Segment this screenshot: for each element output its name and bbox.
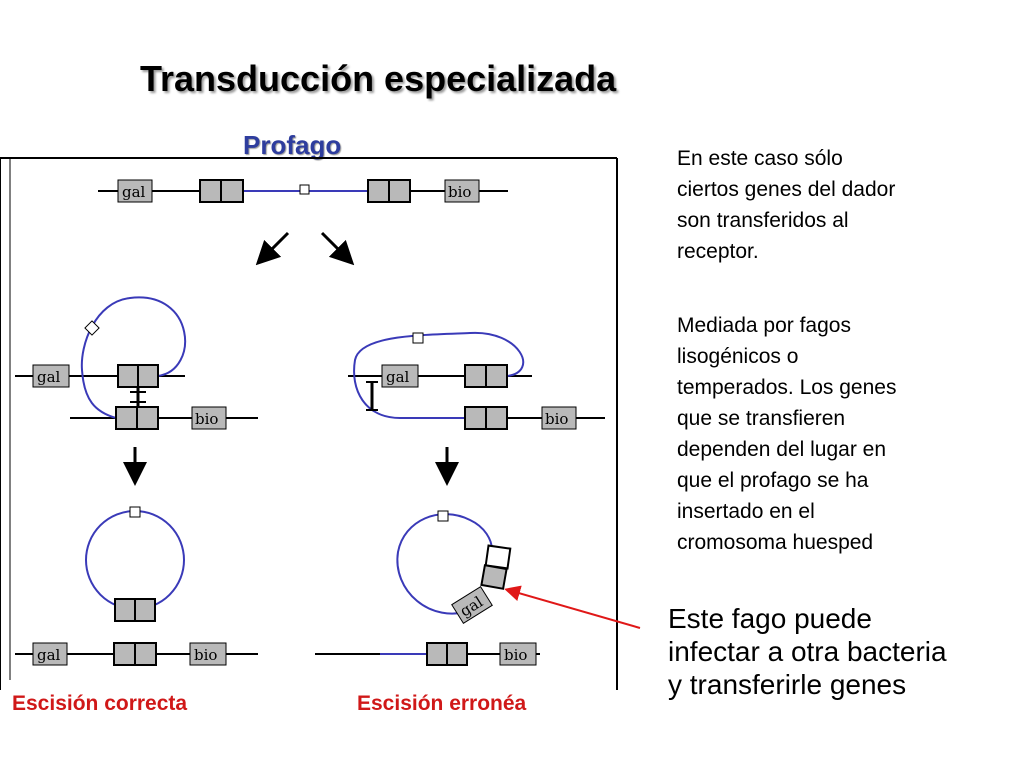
att-box [367,179,390,203]
diagram-frame [0,157,618,690]
bio-gene-box [444,179,480,203]
arrow-right [320,231,355,266]
incorrect-excised-phage: gal bio [315,510,540,666]
arrow-left [255,231,290,266]
gal-label: gal [122,183,146,201]
bio-gene-box [541,406,577,430]
att-box [388,179,411,203]
bio-gene-box [499,642,537,666]
correct-excised-phage: gal bio [15,506,258,666]
svg-text:gal: gal [386,368,410,386]
svg-text:gal: gal [37,368,61,386]
callout-arrow [504,585,641,629]
att-box [199,179,222,203]
profago-label: Profago [243,130,342,160]
correct-loop: gal bio [15,296,258,430]
callout-text: Este fago puede infectar a otra bacteria… [668,603,947,700]
svg-text:bio: bio [194,646,217,664]
caption-wrong-excision: Escisión erronéa [357,692,527,715]
svg-text:gal: gal [37,646,61,664]
integrated-prophage: gal bio [98,179,508,203]
svg-text:bio: bio [504,646,527,664]
slide-title: Transducción especializada [140,58,617,99]
gal-gene-box [117,179,153,203]
text-block-2: Mediada por fagos lisogénicos o temperad… [677,314,897,554]
gal-gene-box [381,364,419,388]
caption-correct-excision: Escisión correcta [12,692,188,715]
phage-marker [299,184,310,195]
bio-label: bio [448,183,471,201]
att-box [220,179,244,203]
text-block-1: En este caso sólo ciertos genes del dado… [677,147,896,263]
bio-gene-box [189,642,227,666]
incorrect-loop: gal bio [348,331,605,430]
gal-gene-box [32,364,70,388]
bio-gene-box [191,406,227,430]
svg-text:bio: bio [195,410,218,428]
svg-text:bio: bio [545,410,568,428]
gal-gene-box [32,642,68,666]
